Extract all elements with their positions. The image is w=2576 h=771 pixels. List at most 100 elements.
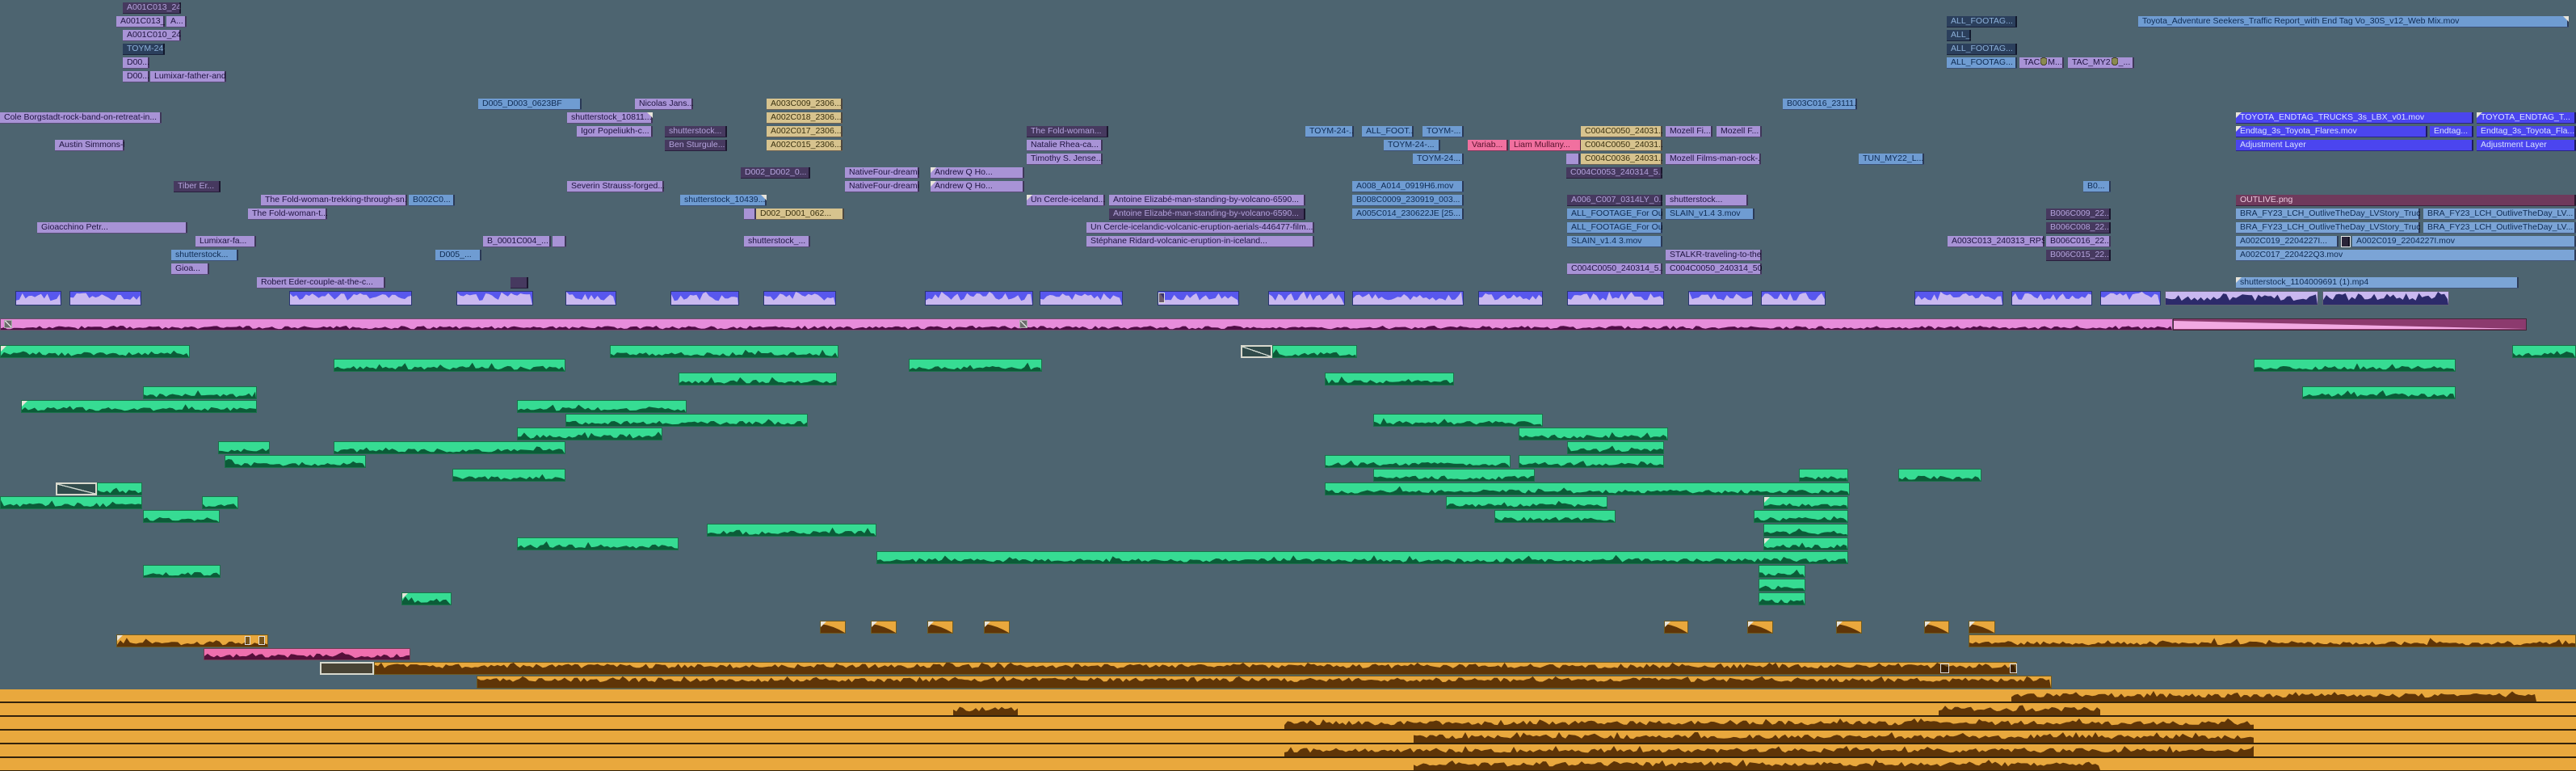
clip[interactable]: Endtag_3s_Toyota_Fla... — [2477, 126, 2576, 137]
video-clip-green[interactable] — [517, 400, 687, 413]
clip[interactable]: D005_... — [435, 250, 481, 261]
clip[interactable]: ALL_FOOTAGE_For Ou... — [1567, 222, 1662, 234]
clip[interactable]: A002C019_2204227I... — [2236, 236, 2339, 247]
video-clip-green[interactable] — [97, 482, 142, 495]
clip[interactable]: Ben Sturgule... — [665, 140, 727, 151]
audio-clip-orange[interactable] — [1969, 634, 2576, 647]
clip[interactable]: shutterstock_... — [744, 236, 810, 247]
band-waveform[interactable] — [1414, 731, 2254, 743]
video-clip-green[interactable] — [334, 359, 565, 372]
audio-track-band[interactable] — [0, 703, 2576, 717]
audio-clip-orange[interactable] — [374, 662, 2017, 675]
video-clip-green[interactable] — [2302, 386, 2456, 399]
clip[interactable]: Nicolas Jans... — [635, 99, 693, 110]
video-clip-green[interactable] — [202, 496, 238, 509]
video-clip-green[interactable] — [1759, 592, 1805, 605]
video-clip-green[interactable] — [2512, 345, 2576, 358]
clip[interactable]: A002C015_2306... — [767, 140, 843, 151]
clip[interactable]: Gioacchino Petr... — [37, 222, 187, 234]
video-clip-green[interactable] — [1446, 496, 1607, 509]
clip[interactable]: ALL_... — [1947, 30, 1971, 41]
clip[interactable]: A002C018_2306... — [767, 112, 843, 124]
video-clip-green[interactable] — [1567, 441, 1664, 454]
clip[interactable]: BRA_FY23_LCH_OutliveTheDay_LV... — [2423, 222, 2576, 234]
fx-icon[interactable] — [2010, 664, 2017, 673]
video-clip-green[interactable] — [143, 386, 257, 399]
clip[interactable]: Un Cercle-icelandic-volcanic-eruption-ae… — [1086, 222, 1314, 234]
transition-icon[interactable] — [56, 482, 97, 495]
clip[interactable]: Cole Borgstadt-rock-band-on-retreat-in..… — [0, 112, 162, 124]
band-waveform[interactable] — [1939, 703, 2100, 715]
clip[interactable]: A002C017_2306... — [767, 126, 843, 137]
clip[interactable]: B003C016_23111... — [1783, 99, 1857, 110]
clip[interactable] — [1566, 154, 1580, 165]
audio-clip[interactable] — [1688, 291, 1753, 305]
clip[interactable]: Robert Eder-couple-at-the-c... — [257, 277, 385, 289]
clip[interactable]: ALL_FOOTAG... — [1947, 57, 2017, 69]
video-clip-green[interactable] — [1519, 428, 1668, 440]
clip[interactable]: C004C0050_240314_50... — [1666, 263, 1762, 275]
clip[interactable]: Mozell F... — [1717, 126, 1762, 137]
keyframe-handle[interactable] — [245, 636, 250, 645]
audio-clip-orange[interactable] — [116, 634, 268, 647]
video-clip-green[interactable] — [1325, 373, 1454, 386]
audio-fade-clip[interactable] — [820, 621, 846, 634]
audio-fade-clip[interactable] — [1924, 621, 1949, 634]
video-clip-green[interactable] — [21, 400, 257, 413]
clip[interactable]: A003C009_2306... — [767, 99, 843, 110]
clip[interactable]: BRA_FY23_LCH_OutliveTheDay_LV... — [2423, 209, 2576, 220]
audio-fade-clip[interactable] — [927, 621, 953, 634]
clip[interactable]: TOYM-24-... — [123, 44, 165, 55]
audio-fade-clip[interactable] — [1664, 621, 1688, 634]
video-clip-green[interactable] — [1759, 565, 1805, 578]
clip[interactable]: A001C013_240.. — [123, 2, 181, 14]
video-clip-green[interactable] — [143, 510, 220, 523]
clip[interactable]: Mozell Fi... — [1666, 126, 1712, 137]
clip[interactable]: D002_D002_0... — [741, 167, 810, 179]
video-clip-green[interactable] — [1519, 455, 1664, 468]
clip[interactable]: Antoine Elizabé-man-standing-by-volcano-… — [1109, 209, 1305, 220]
video-clip-green[interactable] — [1373, 469, 1535, 482]
clip[interactable]: B006C015_22.. — [2046, 250, 2111, 261]
clip[interactable]: C004C0050_24031.. — [1581, 140, 1662, 151]
video-clip-green[interactable] — [1494, 510, 1616, 523]
clip[interactable]: shutterstock_10811... — [567, 112, 653, 124]
clip[interactable]: Igor Popeliukh-c... — [577, 126, 653, 137]
clip[interactable]: A002C017_220422Q3.mov — [2236, 250, 2576, 261]
clip[interactable]: SLAIN_v1.4 3.mov — [1666, 209, 1754, 220]
clip[interactable]: Endtag_3s_Toyota_Flares.mov — [2236, 126, 2427, 137]
clip[interactable]: Severin Strauss-forged... — [567, 181, 664, 192]
video-clip-green[interactable] — [1754, 510, 1848, 523]
clip[interactable]: A001C013_... — [116, 16, 165, 27]
clip[interactable]: C004C0053_240314_5.. — [1566, 167, 1662, 179]
clip[interactable]: B006C016_22.. — [2046, 236, 2111, 247]
audio-clip[interactable] — [1268, 291, 1345, 305]
audio-clip[interactable] — [670, 291, 739, 305]
audio-clip[interactable] — [456, 291, 533, 305]
clip[interactable]: Andrew Q Ho... — [931, 167, 1024, 179]
video-clip-green[interactable] — [334, 441, 565, 454]
clip[interactable]: Adjustment Layer — [2477, 140, 2576, 151]
audio-clip[interactable] — [1914, 291, 2003, 305]
clip[interactable]: A003C013_240313_RPS... — [1948, 236, 2044, 247]
clip[interactable]: Timothy S. Jense... — [1027, 154, 1103, 165]
clip[interactable]: shutterstock... — [171, 250, 238, 261]
clip[interactable]: TUN_MY22_L... — [1859, 154, 1924, 165]
audio-clip[interactable] — [763, 291, 836, 305]
band-waveform[interactable] — [2011, 689, 2536, 701]
clip[interactable]: ALL_FOOTAG... — [1947, 16, 2017, 27]
clip[interactable]: B0... — [2083, 181, 2111, 192]
video-clip-green[interactable] — [1898, 469, 1981, 482]
transition-icon[interactable] — [1241, 345, 1272, 358]
audio-clip[interactable] — [1158, 291, 1239, 305]
audio-clip[interactable] — [925, 291, 1033, 305]
audio-clip[interactable] — [1352, 291, 1464, 305]
clip[interactable]: The Fold-woman-t... — [248, 209, 327, 220]
video-clip-green[interactable] — [1325, 482, 1850, 495]
music-bar-fadeout[interactable] — [2173, 318, 2527, 331]
audio-clip[interactable] — [1478, 291, 1543, 305]
audio-clip[interactable] — [289, 291, 412, 305]
clip[interactable]: B006C008_22.. — [2046, 222, 2111, 234]
audio-clip[interactable] — [2322, 291, 2449, 305]
